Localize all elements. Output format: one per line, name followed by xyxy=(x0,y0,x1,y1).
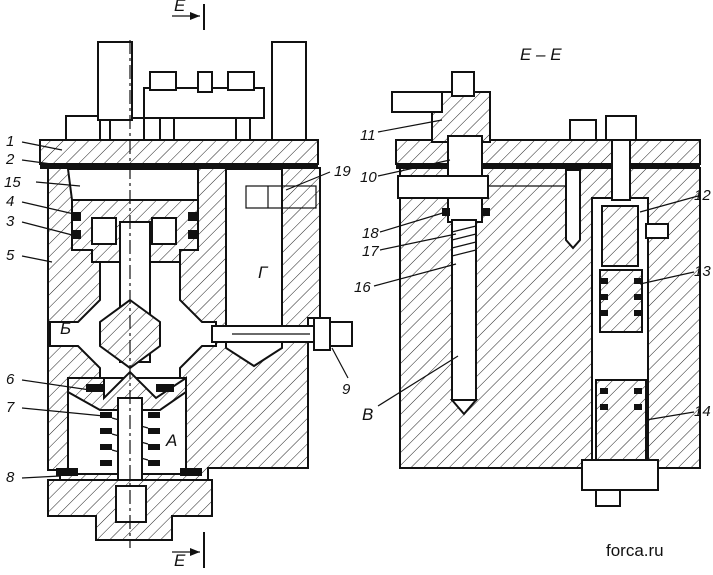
right-cover xyxy=(395,139,701,165)
cavity-15 xyxy=(66,168,199,201)
section-line-top xyxy=(172,4,205,30)
right-section-view xyxy=(391,71,701,507)
callout-4: 4 xyxy=(6,193,14,210)
callout-18: 18 xyxy=(362,225,379,242)
callout-6: 6 xyxy=(6,371,15,388)
cavity-g-label: Г xyxy=(258,263,269,282)
callout-16: 16 xyxy=(354,279,371,296)
spring-16 xyxy=(449,219,479,416)
callout-13: 13 xyxy=(694,263,711,280)
top-bolts xyxy=(65,41,307,141)
callout-14: 14 xyxy=(694,403,711,420)
callout-1: 1 xyxy=(6,133,14,150)
callout-2: 2 xyxy=(5,151,15,168)
bolt-12 xyxy=(605,115,637,141)
callout-19: 19 xyxy=(334,163,351,180)
cover-1 xyxy=(39,139,319,165)
cavity-g xyxy=(225,168,283,368)
fitting-11 xyxy=(391,91,443,113)
callout-5: 5 xyxy=(6,247,15,264)
callout-8: 8 xyxy=(6,469,15,486)
callout-10: 10 xyxy=(360,169,377,186)
leader-lines xyxy=(21,119,699,479)
screw-9 xyxy=(211,317,353,351)
left-section-view xyxy=(39,4,353,568)
callout-3: 3 xyxy=(6,213,15,230)
callout-15: 15 xyxy=(4,174,21,191)
callout-7: 7 xyxy=(6,399,15,416)
watermark: forca.ru xyxy=(606,541,664,560)
callout-12: 12 xyxy=(694,187,711,204)
callout-9: 9 xyxy=(342,381,351,398)
section-line-bottom xyxy=(172,532,205,568)
section-mark-bottom: Е xyxy=(174,551,186,570)
callout-11: 11 xyxy=(360,127,376,144)
callout-17: 17 xyxy=(362,243,379,260)
seal-4 xyxy=(72,212,81,221)
cavity-v-label: В xyxy=(362,405,373,424)
cavity-a-label: А xyxy=(165,431,177,450)
section-mark-top: Е xyxy=(174,0,186,15)
plug-19 xyxy=(245,185,317,209)
gasket-2 xyxy=(40,163,318,169)
cavity-b-label: Б xyxy=(60,319,71,338)
section-label: Е – Е xyxy=(520,45,562,64)
